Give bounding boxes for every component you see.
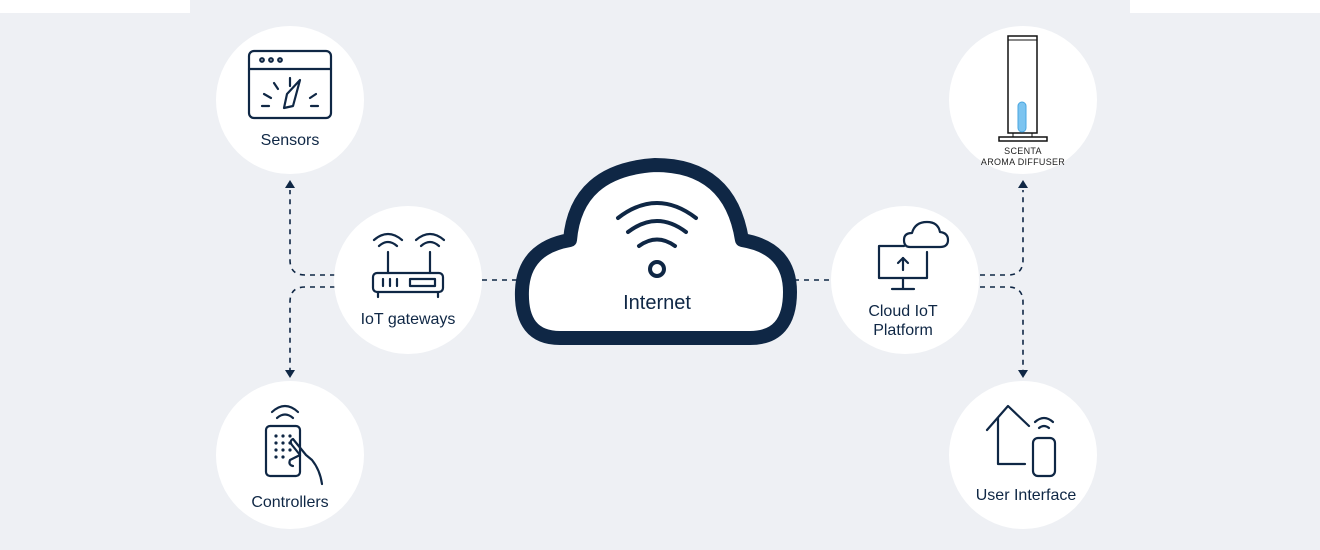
node-diffuser[interactable]: SCENTA AROMA DIFFUSER [949,26,1097,174]
sensors-label: Sensors [261,132,320,149]
arrow-down-ui [1018,370,1028,378]
top-right-strip [1130,0,1320,13]
node-sensors[interactable]: Sensors [216,26,364,174]
smart-home-speaker-icon [985,404,1057,478]
connectors [285,180,1028,378]
arrow-up-diffuser [1018,180,1028,188]
node-gateways[interactable]: IoT gateways [334,206,482,354]
user-interface-label: User Interface [976,487,1077,504]
router-icon [371,232,446,299]
wifi-icon [616,201,698,278]
diffuser-label-1: SCENTA [1004,146,1042,156]
arrow-up-sensors [285,180,295,188]
node-controllers[interactable]: Controllers [216,381,364,529]
cloud-upload-monitor-icon [877,220,950,291]
controllers-label: Controllers [251,494,328,511]
cloud-platform-label-2: Platform [873,322,933,339]
gateways-label: IoT gateways [361,311,456,328]
cloud-platform-label-1: Cloud IoT [868,303,938,320]
diffuser-label-2: AROMA DIFFUSER [981,157,1065,167]
arrow-down-controllers [285,370,295,378]
internet-label: Internet [623,292,691,314]
gauge-dashboard-icon [247,49,333,120]
remote-control-hand-icon [264,404,324,486]
node-cloud-platform[interactable]: Cloud IoT Platform [831,206,979,354]
internet-cloud[interactable]: Internet [514,158,797,345]
top-left-strip [0,0,190,13]
node-user-interface[interactable]: User Interface [949,381,1097,529]
aroma-diffuser-image [998,35,1048,142]
